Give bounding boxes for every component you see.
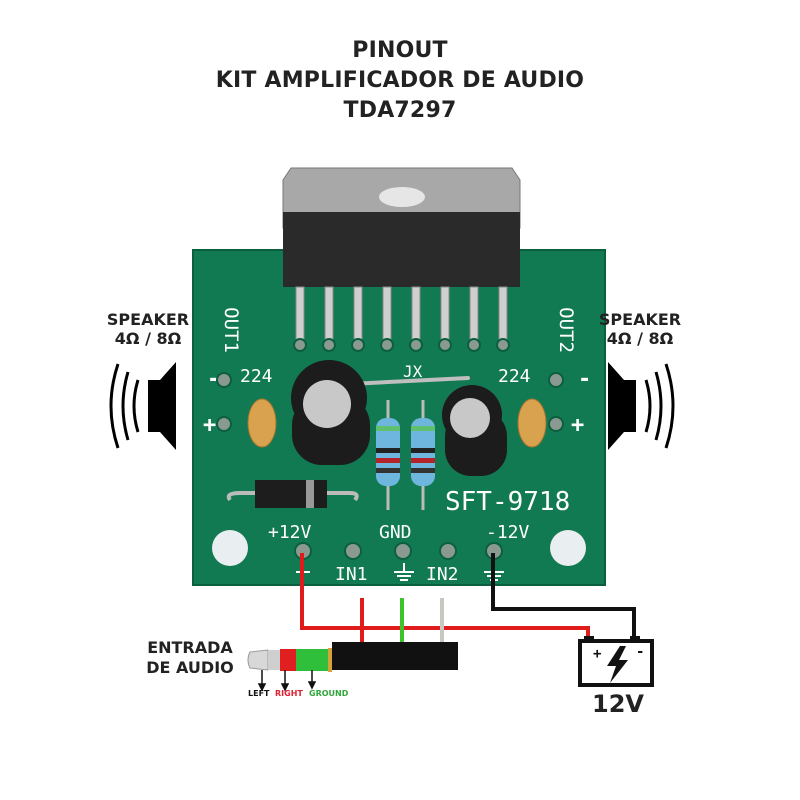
pin-label-pos12v: +12V xyxy=(268,522,312,543)
title-line-3: TDA7297 xyxy=(343,98,457,123)
mounting-hole-right xyxy=(550,530,586,566)
ic-pins xyxy=(293,286,510,352)
ic-pin-pad xyxy=(409,338,423,352)
audio-input-line1: ENTRADA xyxy=(147,638,233,657)
wire-pos12v xyxy=(300,553,590,640)
out1-minus-label: - xyxy=(207,367,220,392)
ic-pin xyxy=(382,286,392,343)
out1-plus-label: + xyxy=(203,413,216,438)
ceramic-cap-left xyxy=(247,398,277,448)
resistor-left xyxy=(376,400,400,510)
jumper-wire xyxy=(348,376,470,386)
speaker-left-title: SPEAKER xyxy=(106,310,190,329)
wire-neg12v xyxy=(491,553,636,640)
out2-plus-label: + xyxy=(571,413,584,438)
pin-label-in1: IN1 xyxy=(335,564,368,585)
ic-tda7297 xyxy=(282,167,521,352)
connector-pad xyxy=(439,542,457,560)
connector-pad xyxy=(344,542,362,560)
jack-ground-label: GROUND xyxy=(309,689,349,698)
ic-mount-hole xyxy=(379,187,425,207)
ic-pin xyxy=(440,286,450,343)
battery-voltage-label: 12V xyxy=(592,690,644,718)
speaker-left-label: SPEAKER 4Ω / 8Ω xyxy=(88,310,208,348)
audio-input-label: ENTRADA DE AUDIO xyxy=(140,638,240,678)
speaker-right-label: SPEAKER 4Ω / 8Ω xyxy=(580,310,700,348)
speaker-right-title: SPEAKER xyxy=(598,310,682,329)
out2-minus-label: - xyxy=(578,367,591,392)
pad-out2-minus xyxy=(548,372,564,388)
out1-label: OUT1 xyxy=(220,307,242,353)
audio-jack-icon xyxy=(247,642,458,672)
electrolytic-cap-left xyxy=(291,360,370,465)
ic-pin xyxy=(295,286,305,343)
resistor-right xyxy=(411,400,435,510)
cap-right-label: 224 xyxy=(498,366,531,387)
title-line-1: PINOUT xyxy=(352,38,448,63)
ic-pin-pad xyxy=(467,338,481,352)
ic-pin-pad xyxy=(496,338,510,352)
ic-pin xyxy=(324,286,334,343)
battery-minus: - xyxy=(636,644,644,660)
title-line-2: KIT AMPLIFICADOR DE AUDIO xyxy=(215,68,585,93)
pad-out1-plus xyxy=(216,416,232,432)
model-label: SFT-9718 xyxy=(445,487,570,517)
jack-left-label: LEFT xyxy=(248,689,270,698)
battery-plus: + xyxy=(593,646,601,662)
ic-pin xyxy=(353,286,363,343)
jack-arrows xyxy=(257,670,317,692)
electrolytic-cap-right xyxy=(442,385,507,476)
speaker-icon-right xyxy=(608,362,675,450)
jack-right-label: RIGHT xyxy=(275,689,303,698)
jack-sleeve-ground xyxy=(296,649,328,671)
jumper-label: JX xyxy=(403,362,423,381)
audio-input-line2: DE AUDIO xyxy=(146,658,234,677)
pin-label-neg12v: -12V xyxy=(486,522,530,543)
ic-pin-pad xyxy=(380,338,394,352)
out2-label: OUT2 xyxy=(555,307,577,353)
pin-label-gnd: GND xyxy=(379,522,412,543)
jack-plug-body xyxy=(332,642,458,670)
ic-pin xyxy=(411,286,421,343)
ic-pin-pad xyxy=(322,338,336,352)
jack-ring-right xyxy=(280,649,296,671)
ic-pin-pad xyxy=(438,338,452,352)
ic-pin xyxy=(469,286,479,343)
speaker-left-impedance: 4Ω / 8Ω xyxy=(114,329,182,348)
ic-pin-pad xyxy=(293,338,307,352)
ic-pin-pad xyxy=(351,338,365,352)
battery-icon xyxy=(578,636,654,687)
ground-symbol-gnd xyxy=(394,563,414,581)
cap-left-label: 224 xyxy=(240,366,273,387)
lightning-icon xyxy=(607,646,628,683)
pad-out2-plus xyxy=(548,416,564,432)
ic-pin xyxy=(498,286,508,343)
ic-body xyxy=(283,212,520,287)
ceramic-cap-right xyxy=(517,398,547,448)
speaker-icon-left xyxy=(109,362,176,450)
diode xyxy=(226,480,359,508)
connector-pad xyxy=(394,542,412,560)
pin-label-in2: IN2 xyxy=(426,564,459,585)
mounting-hole-left xyxy=(212,530,248,566)
speaker-right-impedance: 4Ω / 8Ω xyxy=(606,329,674,348)
pad-out1-minus xyxy=(216,372,232,388)
